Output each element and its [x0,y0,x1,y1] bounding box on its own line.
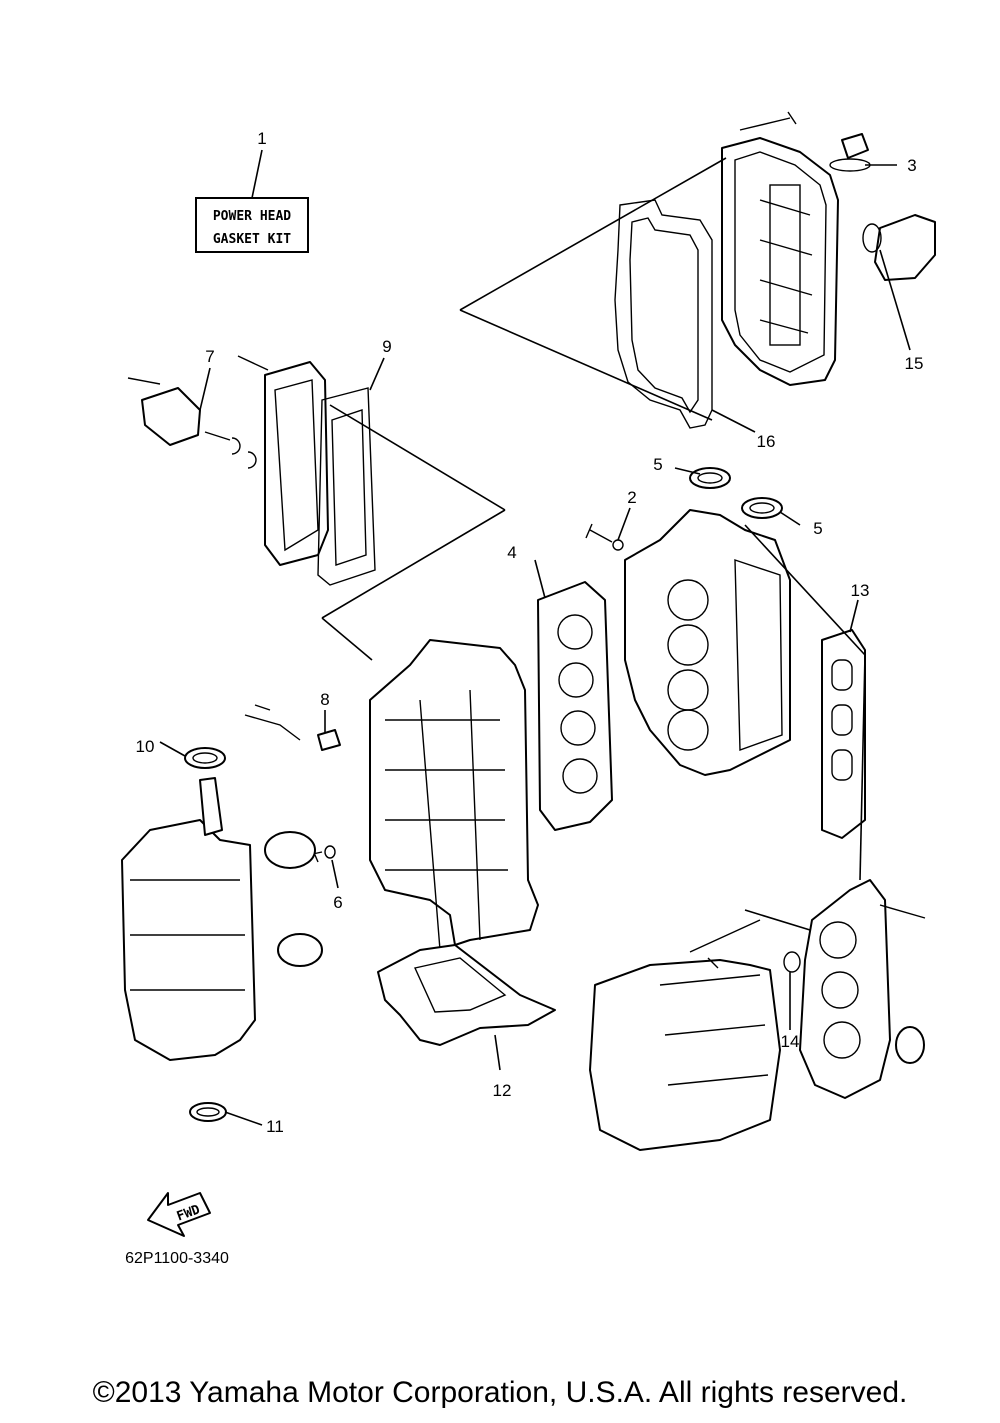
washer-6 [324,845,336,859]
cylinder-block [369,639,539,951]
callout-6: 6 [333,893,342,912]
callout-5a: 5 [653,455,662,474]
intake-manifold [799,879,925,1099]
o-ring-3 [829,158,871,172]
callout-3: 3 [907,156,916,175]
small-bolts [127,355,269,385]
manifold-bolts [689,904,926,969]
callout-leaders [159,149,911,1126]
callout-14: 14 [781,1032,800,1051]
fwd-arrow: FWD [147,1192,211,1237]
callout-11: 11 [266,1117,284,1136]
callout-4: 4 [507,543,516,562]
copyright-notice: ©2013 Yamaha Motor Corporation, U.S.A. A… [92,1376,908,1409]
oil-seal-11 [189,1102,227,1122]
kit-label-line1: POWER HEAD [213,209,291,224]
callout-1: 1 [257,129,266,148]
callout-9: 9 [382,337,391,356]
sensor-assembly [874,214,936,281]
callout-5b: 5 [813,519,822,538]
alignment-lines [321,157,866,931]
washer-2 [612,539,624,551]
o-ring-15 [862,223,882,253]
callout-numbers: 1 2 3 4 5 5 6 7 8 9 10 11 12 13 14 15 16 [136,129,924,1136]
sensor-8-wire [244,704,301,741]
thermostat-cover [141,387,201,446]
diagram-code: 62P1100-3340 [125,1250,229,1267]
sensor-8 [317,729,341,751]
oil-seal-5a [689,467,731,489]
head-gasket [537,581,613,831]
base-gasket [377,944,556,1046]
callout-12: 12 [493,1081,512,1100]
oil-filler-cap [841,133,869,159]
oil-seal-10 [184,747,226,769]
head-cover-gasket [614,199,713,429]
cover-bolt [739,111,797,131]
callout-15: 15 [905,354,924,373]
gasket-kit-label: POWER HEAD GASKET KIT [195,197,309,253]
exhaust-cover-assembly [264,361,376,586]
bolt-2 [585,523,613,543]
cylinder-head-cover [721,137,839,386]
callout-16: 16 [757,432,776,451]
callout-2: 2 [627,488,636,507]
callout-7: 7 [205,347,214,366]
intake-silencer [589,959,781,1151]
o-ring-14 [783,951,801,973]
callout-13: 13 [851,581,870,600]
crankcase [121,777,323,1061]
callout-8: 8 [320,690,329,709]
cylinder-head [624,509,791,776]
kit-label-line2: GASKET KIT [213,232,291,247]
oil-seal-5b [741,497,783,519]
manifold-gasket [821,629,866,839]
spring-and-valve [204,431,257,469]
callout-10: 10 [136,737,155,756]
